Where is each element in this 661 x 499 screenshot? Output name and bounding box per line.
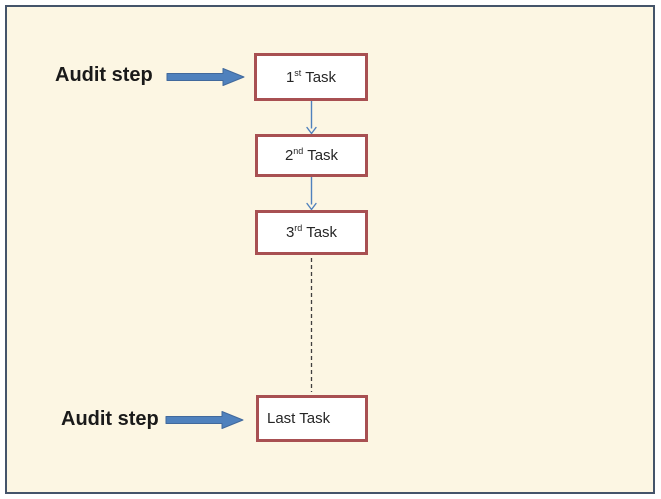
audit-step-label-top: Audit step (55, 64, 153, 86)
task-box-1-ordinal: st (294, 67, 302, 78)
task-box-1-number: 1 (285, 68, 295, 86)
audit-step-label-bottom: Audit step (61, 408, 159, 430)
task-box-1-suffix: Task (301, 68, 337, 86)
task-box-1: 1st Task (254, 53, 368, 101)
task-box-3-number: 3 (285, 224, 295, 241)
task-box-last: Last Task (256, 395, 368, 442)
task-box-last-text: Last Task (267, 410, 331, 427)
task-box-2-label: 2nd Task (284, 146, 339, 165)
audit-step-arrow-bottom-icon (165, 411, 244, 429)
audit-step-arrow-top-icon (166, 68, 245, 86)
task-box-3-suffix: Task (302, 224, 338, 241)
task-box-2-ordinal: nd (293, 146, 304, 156)
task-box-2-number: 2 (284, 147, 294, 164)
task-box-3-label: 3rd Task (285, 223, 338, 242)
task-box-1-label: 1st Task (285, 67, 337, 86)
task-box-last-label: Last Task (267, 410, 330, 427)
task-box-2: 2nd Task (255, 134, 368, 177)
task-box-3-ordinal: rd (294, 223, 303, 233)
task-box-2-suffix: Task (303, 147, 339, 164)
task-box-3: 3rd Task (255, 210, 368, 255)
